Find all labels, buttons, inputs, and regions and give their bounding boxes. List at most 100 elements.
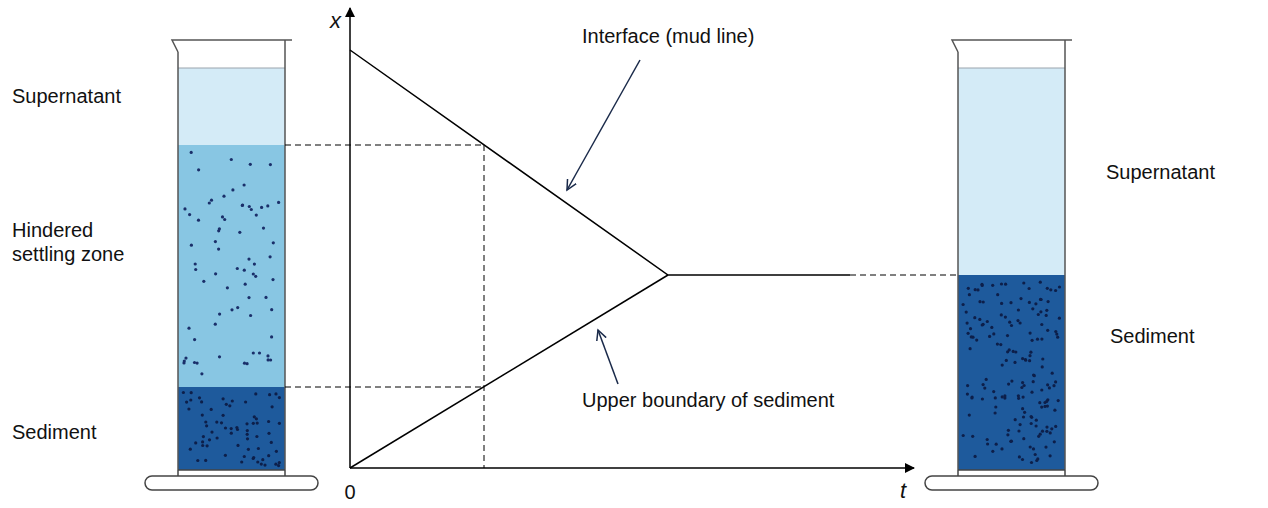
particle-dot xyxy=(1040,298,1043,301)
particle-dot xyxy=(1004,316,1007,319)
particle-dot xyxy=(966,322,969,325)
particle-dot xyxy=(1030,416,1033,419)
particle-dot xyxy=(214,323,217,326)
particle-dot xyxy=(208,201,211,204)
particle-dot xyxy=(1045,426,1048,429)
particle-dot xyxy=(982,323,985,326)
particle-dot xyxy=(249,314,252,317)
particle-dot xyxy=(262,227,265,230)
particle-dot xyxy=(978,318,981,321)
particle-dot xyxy=(1037,435,1040,438)
particle-dot xyxy=(244,400,247,403)
particle-dot xyxy=(995,443,998,446)
particle-dot xyxy=(197,219,200,222)
particle-dot xyxy=(969,327,972,330)
particle-dot xyxy=(236,444,239,447)
zone-label: Sediment xyxy=(1110,324,1195,348)
particle-dot xyxy=(257,447,260,450)
particle-dot xyxy=(266,204,269,207)
particle-dot xyxy=(1012,350,1015,353)
particle-dot xyxy=(187,327,190,330)
particle-dot xyxy=(254,392,257,395)
particle-dot xyxy=(272,241,275,244)
particle-dot xyxy=(1023,411,1026,414)
particle-dot xyxy=(1053,409,1056,412)
particle-dot xyxy=(230,158,233,161)
particle-dot xyxy=(201,414,204,417)
particle-dot xyxy=(246,433,249,436)
particle-dot xyxy=(1054,289,1057,292)
particle-dot xyxy=(252,457,255,460)
particle-dot xyxy=(1032,380,1035,383)
particle-dot xyxy=(1058,317,1061,320)
particle-dot xyxy=(225,403,228,406)
particle-dot xyxy=(1009,440,1012,443)
particle-dot xyxy=(1031,307,1034,310)
particle-dot xyxy=(193,361,196,364)
particle-dot xyxy=(1030,415,1033,418)
particle-dot xyxy=(190,244,193,247)
particle-dot xyxy=(1047,300,1050,303)
particle-dot xyxy=(215,421,218,424)
particle-dot xyxy=(1057,399,1060,402)
particle-dot xyxy=(194,441,197,444)
particle-dot xyxy=(981,323,984,326)
particle-dot xyxy=(962,434,965,437)
particle-dot xyxy=(968,293,971,296)
particle-dot xyxy=(996,343,999,346)
particle-dot xyxy=(183,207,186,210)
particle-dot xyxy=(970,335,973,338)
particle-dot xyxy=(267,358,270,361)
particle-dot xyxy=(1005,359,1008,362)
particle-dot xyxy=(217,229,220,232)
particle-dot xyxy=(1035,459,1038,462)
particle-dot xyxy=(1028,354,1031,357)
particle-dot xyxy=(201,444,204,447)
particle-dot xyxy=(1040,406,1043,409)
particle-dot xyxy=(1022,281,1025,284)
particle-dot xyxy=(1041,357,1044,360)
particle-dot xyxy=(255,435,258,438)
particle-dot xyxy=(260,206,263,209)
particle-dot xyxy=(970,396,973,399)
particle-dot xyxy=(986,442,989,445)
particle-dot xyxy=(994,405,997,408)
particle-dot xyxy=(1008,321,1011,324)
sediment-zone xyxy=(958,275,1065,470)
particle-dot xyxy=(1034,453,1037,456)
particle-dot xyxy=(1030,422,1033,425)
particle-dot xyxy=(1049,431,1052,434)
particle-dot xyxy=(243,455,246,458)
zone-label: Hindered settling zone xyxy=(12,218,152,266)
particle-dot xyxy=(277,464,280,467)
particle-dot xyxy=(982,300,985,303)
particle-dot xyxy=(1000,313,1003,316)
particle-dot xyxy=(274,463,277,466)
particle-dot xyxy=(268,393,271,396)
particle-dot xyxy=(1013,361,1016,364)
particle-dot xyxy=(267,420,270,423)
particle-dot xyxy=(222,414,225,417)
particle-dot xyxy=(1029,445,1032,448)
particle-dot xyxy=(1058,285,1061,288)
particle-dot xyxy=(1039,310,1042,313)
particle-dot xyxy=(236,306,239,309)
axis-label: t xyxy=(900,478,906,504)
particle-dot xyxy=(241,203,244,206)
particle-dot xyxy=(246,429,249,432)
particle-dot xyxy=(1046,329,1049,332)
particle-dot xyxy=(1029,351,1032,354)
particle-dot xyxy=(189,398,192,401)
particle-dot xyxy=(975,339,978,342)
particle-dot xyxy=(1051,372,1054,375)
cylinder-base xyxy=(145,476,318,490)
particle-dot xyxy=(190,151,193,154)
particle-dot xyxy=(1037,313,1040,316)
particle-dot xyxy=(1000,447,1003,450)
particle-dot xyxy=(1016,319,1019,322)
particle-dot xyxy=(1054,425,1057,428)
callout-label: Interface (mud line) xyxy=(582,24,754,48)
axis-label: x xyxy=(330,8,341,34)
particle-dot xyxy=(1010,440,1013,443)
particle-dot xyxy=(274,392,277,395)
